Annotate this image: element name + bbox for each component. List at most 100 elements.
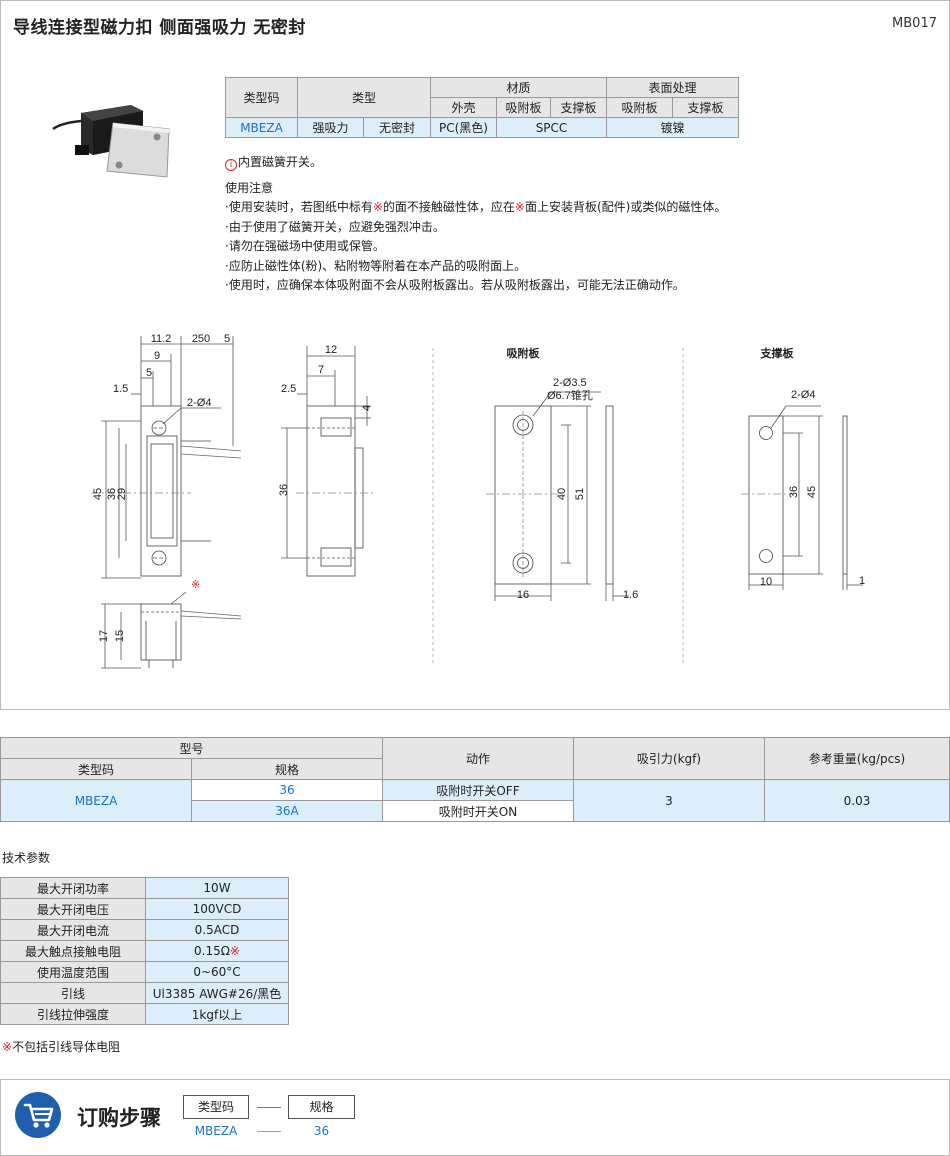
tech-value: 0~60°C: [145, 961, 289, 983]
dim-label: 40: [556, 488, 568, 500]
order-connector: [257, 1107, 281, 1108]
dim-label: 2-Ø4: [791, 389, 815, 401]
spec-surface-treatment: 镀镍: [606, 117, 739, 138]
tech-key: 最大开闭电压: [0, 898, 146, 920]
spec-header-surface: 表面处理: [606, 77, 739, 98]
force-value: 3: [573, 779, 765, 822]
reference-mark: ※: [229, 944, 240, 958]
reference-mark: ※: [191, 579, 200, 591]
dim-label: 16: [517, 589, 529, 601]
action-off: 吸附时开关OFF: [382, 779, 574, 801]
spec-36a[interactable]: 36A: [191, 800, 383, 822]
dim-label: 10: [760, 576, 772, 588]
dim-label: 15: [114, 630, 126, 642]
reference-mark: ※: [372, 200, 383, 214]
dim-label: Ø6.7锥孔: [547, 389, 593, 402]
order-type-code-box: 类型码: [183, 1095, 249, 1119]
tech-key: 最大开闭电流: [0, 919, 146, 941]
model-header: 型号: [0, 737, 383, 759]
dim-label: 9: [154, 350, 160, 362]
action-header: 动作: [382, 737, 574, 780]
dim-label: 51: [574, 488, 586, 500]
order-spec-value[interactable]: 36: [313, 1124, 330, 1138]
dim-label: 36: [106, 488, 118, 500]
spec-shell-material: PC(黑色): [430, 117, 497, 138]
support-plate-view: [741, 405, 863, 590]
dim-label: 2-Ø4: [187, 397, 211, 409]
dim-label: 36: [278, 484, 290, 496]
dim-label: 45: [806, 486, 818, 498]
spec-type-1: 强吸力: [297, 117, 364, 138]
spec-header-material: 材质: [430, 77, 607, 98]
technical-drawing: 吸附板 支撑板 11.2 250 5 9 5 1.5 2-Ø4 45 36 29…: [91, 333, 865, 669]
weight-value: 0.03: [764, 779, 950, 822]
dim-label: 1.5: [113, 383, 128, 395]
spec-header-shell: 外壳: [430, 97, 497, 118]
adsorb-plate-view: [486, 391, 629, 601]
model-type-code[interactable]: MBEZA: [0, 779, 192, 822]
foot-note: ※不包括引线导体电阻: [2, 1040, 121, 1054]
dim-label: 12: [325, 344, 337, 356]
body-front-view: [91, 336, 242, 579]
spec-type-code[interactable]: MBEZA: [225, 117, 298, 138]
dim-label: 2-Ø3.5: [553, 377, 587, 389]
cart-icon: [15, 1092, 61, 1138]
tech-title: 技术参数: [2, 851, 51, 865]
info-icon: i: [225, 159, 237, 171]
spec-header-support: 支撑板: [550, 97, 607, 118]
tech-key: 引线拉伸强度: [0, 1003, 146, 1025]
dim-label: 5: [146, 367, 152, 379]
label-support-plate: 支撑板: [760, 346, 795, 360]
dim-label: 45: [92, 488, 104, 500]
tech-value: 10W: [145, 877, 289, 899]
order-type-code-value[interactable]: MBEZA: [194, 1124, 238, 1138]
order-spec-box: 规格: [288, 1095, 355, 1119]
tech-key: 最大开闭功率: [0, 877, 146, 899]
order-value-connector: [257, 1131, 281, 1132]
page-title: 导线连接型磁力扣 侧面强吸力 无密封: [13, 18, 306, 38]
spec-header-type-code: 类型码: [225, 77, 298, 118]
caution-item: ·应防止磁性体(粉)、粘附物等附着在本产品的吸附面上。: [225, 258, 527, 273]
tech-value: 100VCD: [145, 898, 289, 920]
order-steps: 订购步骤 类型码 规格 MBEZA 36: [0, 1079, 950, 1156]
spec-table: 类型码 类型 材质 表面处理 外壳 吸附板 支撑板 吸附板 支撑板 MBEZA …: [225, 77, 739, 138]
dim-label: 5: [224, 333, 230, 345]
dim-label: 2.5: [281, 383, 296, 395]
dim-label: 4: [361, 405, 373, 411]
dim-label: 29: [116, 488, 128, 500]
product-panel: 导线连接型磁力扣 侧面强吸力 无密封 MB017 类型码 类型 材质 表面处理 …: [0, 0, 950, 710]
action-on: 吸附时开关ON: [382, 800, 574, 822]
reference-mark: ※: [514, 200, 525, 214]
tech-value: Ul3385 AWG#26/黑色: [145, 982, 289, 1004]
spec-36[interactable]: 36: [191, 779, 383, 801]
dim-label: 1.6: [623, 589, 638, 601]
spec-header-adsorb: 吸附板: [496, 97, 551, 118]
dim-label: 11.2: [151, 333, 172, 345]
type-code-header: 类型码: [0, 758, 192, 780]
body-bottom-view: [101, 591, 242, 669]
reference-mark: ※: [2, 1040, 13, 1054]
product-code: MB017: [892, 16, 937, 31]
dim-label: 36: [788, 486, 800, 498]
caution-item: ·使用安装时，若图纸中标有※的面不接触磁性体，应在※面上安装背板(配件)或类似的…: [225, 200, 727, 214]
dim-label: 7: [318, 364, 324, 376]
weight-header: 参考重量(kg/pcs): [764, 737, 950, 780]
product-image: [52, 105, 170, 178]
spec-header: 规格: [191, 758, 383, 780]
tech-key: 引线: [0, 982, 146, 1004]
dim-label: 17: [98, 630, 110, 642]
tech-value: 0.5ACD: [145, 919, 289, 941]
label-adsorb-plate: 吸附板: [507, 346, 541, 360]
force-header: 吸引力(kgf): [573, 737, 765, 780]
model-table: 型号 动作 吸引力(kgf) 参考重量(kg/pcs) 类型码 规格 MBEZA…: [0, 737, 950, 822]
spec-header-surf-adsorb: 吸附板: [606, 97, 673, 118]
caution-item: ·使用时，应确保本体吸附面不会从吸附板露出。若从吸附板露出，可能无法正确动作。: [225, 278, 685, 292]
spec-header-type: 类型: [297, 77, 431, 118]
